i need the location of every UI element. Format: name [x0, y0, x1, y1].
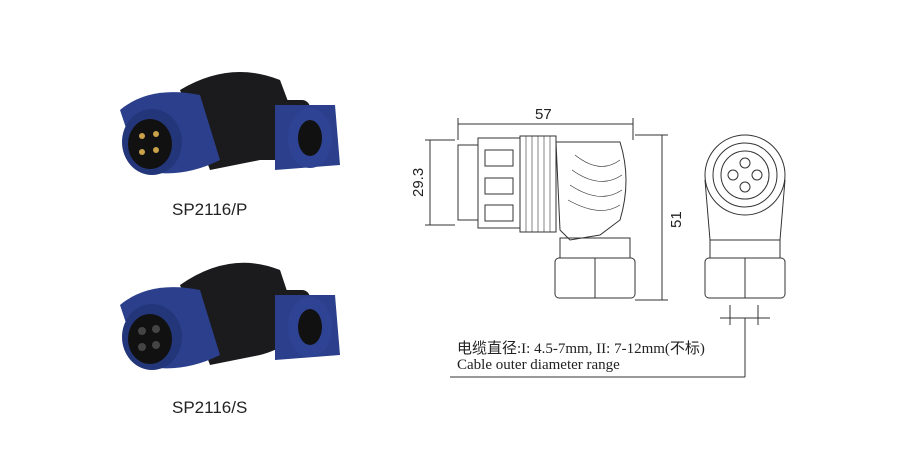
width-dimension: 57 [535, 106, 552, 123]
height-dimension: 29.3 [410, 167, 427, 197]
socket-model-label: SP2116/S [172, 398, 248, 417]
cable-diameter-note-cn: 电缆直径:I: 4.5-7mm, II: 7-12mm(不标) [457, 341, 705, 357]
technical-drawing [425, 118, 786, 378]
socket-connector-image [120, 262, 340, 370]
plug-model-label: SP2116/P [172, 200, 248, 219]
cable-diameter-note-en: Cable outer diameter range [457, 357, 620, 373]
total-height-dimension: 51 [668, 211, 685, 228]
plug-connector-image [120, 72, 340, 175]
